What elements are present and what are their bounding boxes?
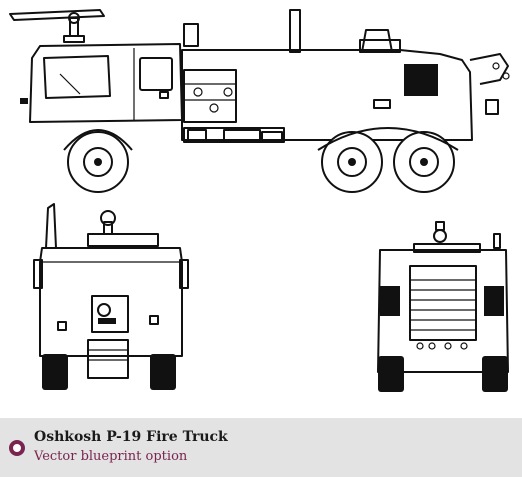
- rear-view: [377, 221, 509, 392]
- rear-top: [413, 221, 501, 253]
- roof-turret: [9, 9, 105, 43]
- front-view: [33, 203, 189, 390]
- caption-bar: Oshkosh P-19 Fire Truck Vector blueprint…: [0, 418, 522, 477]
- ring-bullet-icon: [9, 440, 25, 456]
- blueprint-drawing: [9, 9, 510, 392]
- cab: [20, 43, 183, 123]
- rear-wheels: [378, 356, 508, 392]
- side-wheels: [63, 127, 459, 193]
- side-view: [9, 9, 510, 193]
- truck-body: [181, 9, 510, 143]
- front-body: [33, 247, 189, 379]
- rear-body: [377, 249, 509, 373]
- caption-subtitle[interactable]: Vector blueprint option: [34, 449, 188, 464]
- caption-title: Oshkosh P-19 Fire Truck: [34, 429, 228, 445]
- front-turret: [45, 203, 159, 249]
- front-wheels: [42, 354, 176, 390]
